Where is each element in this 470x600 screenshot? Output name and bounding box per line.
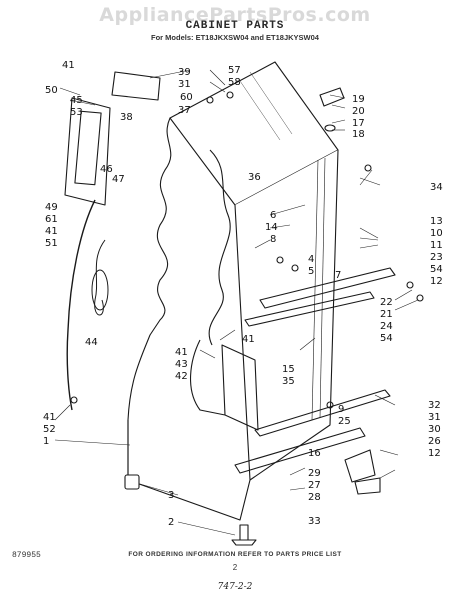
- leveling-leg: [239, 524, 249, 541]
- upper-crossbar: [259, 267, 396, 309]
- callout-33: 33: [308, 516, 321, 527]
- callout-49: 49: [45, 202, 58, 213]
- callout-54-lower: 54: [380, 333, 393, 344]
- callout-61: 61: [45, 214, 58, 225]
- top-hinge: [111, 71, 161, 101]
- callout-41-mid: 41: [242, 334, 255, 345]
- bottom-rail: [234, 427, 366, 474]
- callout-47: 47: [112, 174, 125, 185]
- callout-39: 39: [178, 67, 191, 78]
- callout-29: 29: [308, 468, 321, 479]
- lower-hinge: [344, 449, 376, 483]
- callout-60: 60: [180, 92, 193, 103]
- cabinet-front-cutaway: [127, 117, 172, 480]
- callout-5: 5: [308, 266, 314, 277]
- callout-22: 22: [380, 297, 393, 308]
- callout-25: 25: [338, 416, 351, 427]
- freezer-door-panel: [64, 97, 111, 206]
- callout-31-upper: 31: [178, 79, 191, 90]
- callout-41-bottom: 41: [43, 412, 56, 423]
- callout-53: 53: [70, 107, 83, 118]
- callout-20: 20: [352, 106, 365, 117]
- callout-9: 9: [338, 404, 344, 415]
- lower-crossbar: [254, 389, 391, 437]
- ordering-note: FOR ORDERING INFORMATION REFER TO PARTS …: [128, 551, 342, 558]
- callout-51: 51: [45, 238, 58, 249]
- callout-45: 45: [70, 95, 83, 106]
- callout-57: 57: [228, 65, 241, 76]
- callout-34: 34: [430, 182, 443, 193]
- callout-50: 50: [45, 85, 58, 96]
- callout-12-upper: 12: [430, 276, 443, 287]
- callout-8: 8: [270, 234, 276, 245]
- callout-54-upper: 54: [430, 264, 443, 275]
- callout-17: 17: [352, 118, 365, 129]
- document-code: 879955: [12, 551, 41, 560]
- callout-58: 58: [228, 77, 241, 88]
- callout-21: 21: [380, 309, 393, 320]
- callout-11: 11: [430, 240, 443, 251]
- callout-41-upper: 41: [62, 60, 75, 71]
- callout-26: 26: [428, 436, 441, 447]
- callout-38: 38: [120, 112, 133, 123]
- callout-23: 23: [430, 252, 443, 263]
- callout-14: 14: [265, 222, 278, 233]
- callout-19: 19: [352, 94, 365, 105]
- callout-7: 7: [335, 270, 341, 281]
- callout-30: 30: [428, 424, 441, 435]
- page-number: 2: [232, 563, 238, 572]
- callout-32: 32: [428, 400, 441, 411]
- callout-27: 27: [308, 480, 321, 491]
- callout-15: 15: [282, 364, 295, 375]
- callout-28: 28: [308, 492, 321, 503]
- drain-tube: [66, 199, 96, 411]
- callout-12-lower: 12: [428, 448, 441, 459]
- caster: [124, 474, 140, 490]
- cabinet-left-wall: [127, 479, 251, 521]
- callout-44: 44: [85, 337, 98, 348]
- callout-41-left: 41: [45, 226, 58, 237]
- page-title: CABINET PARTS: [185, 20, 285, 32]
- callout-4: 4: [308, 254, 314, 265]
- watermark: AppliancePartsPros.com: [99, 4, 371, 26]
- handwritten-code: 747-2-2: [217, 582, 253, 592]
- callout-31-lower: 31: [428, 412, 441, 423]
- callout-13: 13: [430, 216, 443, 227]
- inner-liner: [208, 149, 231, 346]
- callout-37: 37: [178, 105, 191, 116]
- callout-2: 2: [168, 517, 174, 528]
- middle-crossbar: [244, 291, 375, 327]
- callout-16: 16: [308, 448, 321, 459]
- callout-36: 36: [248, 172, 261, 183]
- callout-6: 6: [270, 210, 276, 221]
- lower-compartment: [221, 344, 259, 431]
- callout-1: 1: [43, 436, 49, 447]
- callout-41-lower: 41: [175, 347, 188, 358]
- callout-18: 18: [352, 129, 365, 140]
- callout-43: 43: [175, 359, 188, 370]
- callout-3: 3: [168, 490, 174, 501]
- power-cord: [94, 239, 106, 316]
- callout-10: 10: [430, 228, 443, 239]
- callout-42: 42: [175, 371, 188, 382]
- callout-52: 52: [43, 424, 56, 435]
- cabinet-right-side: [234, 149, 339, 481]
- callout-35: 35: [282, 376, 295, 387]
- model-numbers: For Models: ET18JKXSW04 and ET18JKYSW04: [151, 33, 319, 42]
- callout-46: 46: [100, 164, 113, 175]
- callout-24: 24: [380, 321, 393, 332]
